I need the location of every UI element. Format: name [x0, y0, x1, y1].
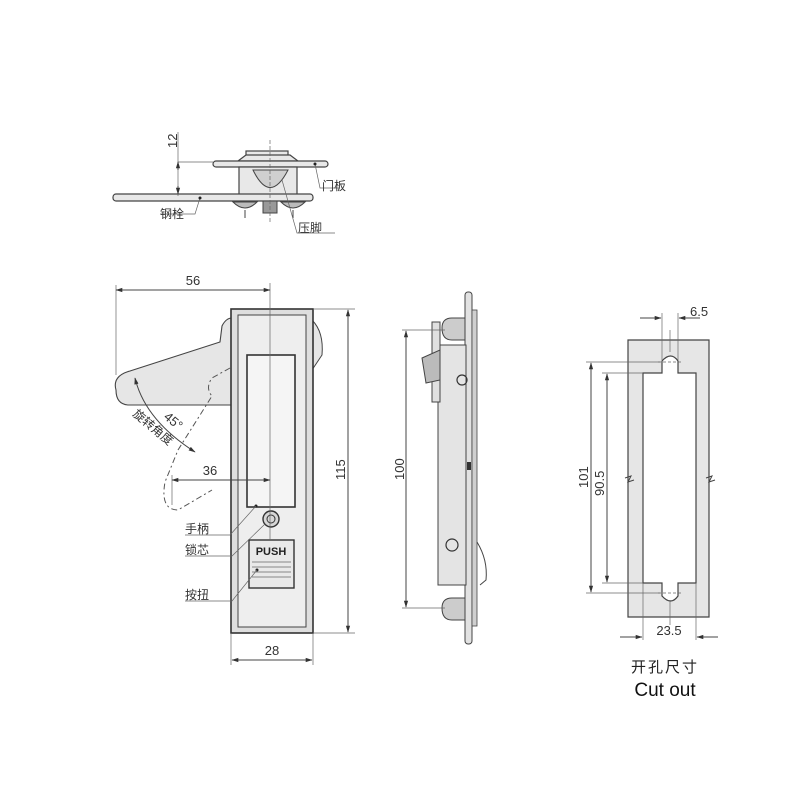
side-view: 100 [392, 291, 487, 645]
cutout-dim-90-5: 90.5 [592, 471, 607, 496]
cutout-caption-cn: 开孔尺寸 [630, 658, 699, 676]
front-view: PUSH 56 36 45° 旋转角度 115 28 [114, 273, 355, 665]
cutout-dim-23-5: 23.5 [656, 623, 681, 638]
label-button: 按扭 [185, 588, 209, 602]
label-door-panel: 门板 [322, 178, 346, 193]
cutout-dim-6-5: 6.5 [690, 304, 708, 319]
front-dim-115: 115 [333, 459, 348, 480]
label-handle: 手柄 [185, 522, 209, 536]
front-dim-36: 36 [203, 463, 217, 478]
cutout-view: 6.5 101 90.5 23.5 [576, 304, 718, 640]
label-lock-core: 锁芯 [185, 542, 209, 557]
cutout-dim-101: 101 [576, 466, 591, 488]
top-dim-12: 12 [165, 134, 180, 148]
push-label: PUSH [256, 546, 287, 558]
cutout-caption-en: Cut out [634, 680, 696, 701]
front-dim-56: 56 [186, 273, 200, 288]
top-view: 12 钢栓 门板 压脚 [112, 132, 346, 235]
label-steel-bolt: 钢栓 [160, 206, 184, 221]
label-press-foot: 压脚 [298, 220, 322, 235]
front-dim-28: 28 [265, 643, 279, 658]
side-dim-100: 100 [392, 458, 407, 480]
